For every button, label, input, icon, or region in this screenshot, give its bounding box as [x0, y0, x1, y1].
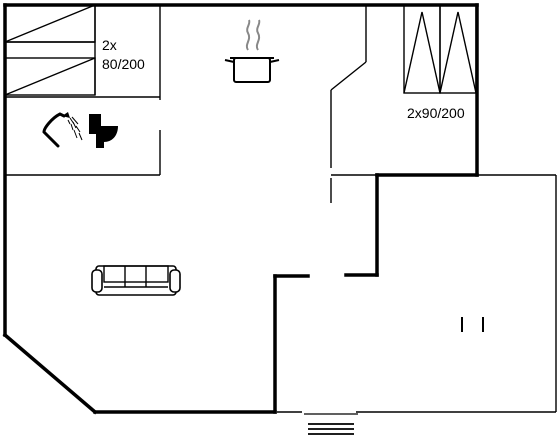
cooking-pot-icon — [224, 19, 280, 83]
shower-icon — [42, 112, 83, 148]
bunk-beds-label-line2: 80/200 — [102, 56, 145, 72]
stairs-icon — [304, 413, 358, 435]
twin-beds-label: 2x90/200 — [407, 105, 465, 121]
toilet-icon — [89, 114, 118, 148]
inner-walls — [5, 5, 377, 414]
sofa-icon — [91, 265, 181, 296]
twin-beds — [403, 4, 477, 94]
bunk-beds — [4, 4, 96, 96]
terrace-outline — [277, 174, 557, 413]
bunk-beds-label-line1: 2x — [102, 37, 117, 53]
